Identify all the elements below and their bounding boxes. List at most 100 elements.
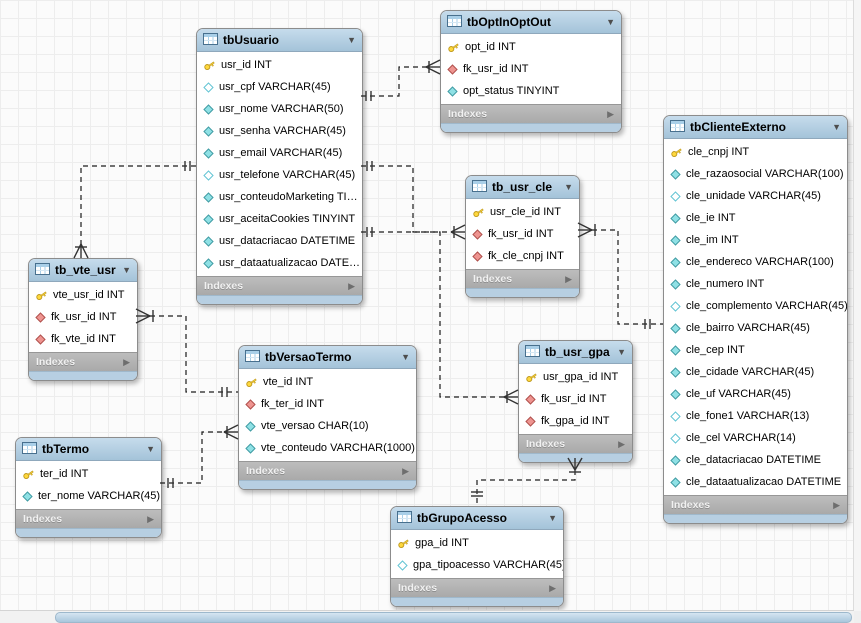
column-row[interactable]: vte_usr_id INT — [29, 284, 137, 306]
horizontal-scrollbar[interactable] — [0, 610, 854, 623]
collapse-arrow-icon[interactable]: ▼ — [548, 513, 557, 523]
expand-arrow-icon[interactable]: ▶ — [833, 499, 840, 510]
column-row[interactable]: usr_cpf VARCHAR(45) — [197, 76, 362, 98]
collapse-arrow-icon[interactable]: ▼ — [606, 17, 615, 27]
table-header[interactable]: tbVersaoTermo▼ — [239, 346, 416, 369]
column-row[interactable]: fk_usr_id INT — [441, 58, 621, 80]
collapse-arrow-icon[interactable]: ▼ — [617, 347, 626, 357]
column-row[interactable]: usr_gpa_id INT — [519, 366, 632, 388]
relationship-tbUsuario-tb_usr_cle[interactable] — [361, 224, 466, 240]
indexes-footer[interactable]: Indexes▶ — [664, 495, 847, 514]
column-row[interactable]: fk_usr_id INT — [29, 306, 137, 328]
collapse-arrow-icon[interactable]: ▼ — [146, 444, 155, 454]
horizontal-scrollbar-thumb[interactable] — [55, 612, 852, 623]
column-row[interactable]: fk_usr_id INT — [519, 388, 632, 410]
column-row[interactable]: usr_datacriacao DATETIME — [197, 230, 362, 252]
column-row[interactable]: cle_cnpj INT — [664, 141, 847, 163]
indexes-footer[interactable]: Indexes▶ — [441, 104, 621, 123]
relationship-tbVersaoTermo-tb_vte_usr[interactable] — [135, 308, 238, 397]
expand-arrow-icon[interactable]: ▶ — [402, 465, 409, 476]
column-row[interactable]: ter_nome VARCHAR(45) — [16, 485, 161, 507]
column-row[interactable]: gpa_tipoacesso VARCHAR(45) — [391, 554, 563, 576]
column-row[interactable]: vte_id INT — [239, 371, 416, 393]
indexes-footer[interactable]: Indexes▶ — [466, 269, 579, 288]
collapse-arrow-icon[interactable]: ▼ — [564, 182, 573, 192]
column-row[interactable]: usr_id INT — [197, 54, 362, 76]
relationship-tbGrupoAcesso-tb_usr_gpa[interactable] — [471, 457, 583, 506]
table-header[interactable]: tbUsuario▼ — [197, 29, 362, 52]
column-row[interactable]: fk_gpa_id INT — [519, 410, 632, 432]
column-row[interactable]: cle_datacriacao DATETIME — [664, 449, 847, 471]
column-row[interactable]: opt_status TINYINT — [441, 80, 621, 102]
expand-arrow-icon[interactable]: ▶ — [565, 273, 572, 284]
table-header[interactable]: tbClienteExterno▼ — [664, 116, 847, 139]
table-header[interactable]: tbOptInOptOut▼ — [441, 11, 621, 34]
table-header[interactable]: tbGrupoAcesso▼ — [391, 507, 563, 530]
column-row[interactable]: cle_endereco VARCHAR(100) — [664, 251, 847, 273]
indexes-footer[interactable]: Indexes▶ — [29, 352, 137, 371]
column-row[interactable]: fk_ter_id INT — [239, 393, 416, 415]
column-row[interactable]: cle_bairro VARCHAR(45) — [664, 317, 847, 339]
expand-arrow-icon[interactable]: ▶ — [607, 108, 614, 119]
column-row[interactable]: vte_versao CHAR(10) — [239, 415, 416, 437]
table-header[interactable]: tb_usr_cle▼ — [466, 176, 579, 199]
collapse-arrow-icon[interactable]: ▼ — [122, 265, 131, 275]
indexes-footer[interactable]: Indexes▶ — [391, 578, 563, 597]
table-header[interactable]: tb_vte_usr▼ — [29, 259, 137, 282]
column-row[interactable]: opt_id INT — [441, 36, 621, 58]
column-row[interactable]: cle_fone1 VARCHAR(13) — [664, 405, 847, 427]
indexes-footer[interactable]: Indexes▶ — [519, 434, 632, 453]
expand-arrow-icon[interactable]: ▶ — [147, 513, 154, 524]
column-row[interactable]: cle_ie INT — [664, 207, 847, 229]
column-row[interactable]: cle_numero INT — [664, 273, 847, 295]
column-row[interactable]: usr_nome VARCHAR(50) — [197, 98, 362, 120]
relationship-tbTermo-tbVersaoTermo[interactable] — [160, 424, 239, 488]
column-row[interactable]: usr_cle_id INT — [466, 201, 579, 223]
indexes-footer[interactable]: Indexes▶ — [197, 276, 362, 295]
column-row[interactable]: usr_conteudoMarketing TI… — [197, 186, 362, 208]
relationship-tbClienteExterno-tb_usr_cle[interactable] — [577, 222, 663, 329]
column-row[interactable]: cle_unidade VARCHAR(45) — [664, 185, 847, 207]
column-row[interactable]: usr_email VARCHAR(45) — [197, 142, 362, 164]
column-row[interactable]: usr_aceitaCookies TINYINT — [197, 208, 362, 230]
column-row[interactable]: cle_complemento VARCHAR(45) — [664, 295, 847, 317]
table-header[interactable]: tbTermo▼ — [16, 438, 161, 461]
column-row[interactable]: fk_vte_id INT — [29, 328, 137, 350]
relationship-tbUsuario-tb_vte_usr[interactable] — [73, 161, 196, 259]
column-row[interactable]: cle_im INT — [664, 229, 847, 251]
expand-arrow-icon[interactable]: ▶ — [348, 280, 355, 291]
indexes-footer[interactable]: Indexes▶ — [16, 509, 161, 528]
column-row[interactable]: cle_cel VARCHAR(14) — [664, 427, 847, 449]
table-header[interactable]: tb_usr_gpa▼ — [519, 341, 632, 364]
column-row[interactable]: usr_dataatualizacao DATE… — [197, 252, 362, 274]
column-row[interactable]: cle_dataatualizacao DATETIME — [664, 471, 847, 493]
indexes-footer[interactable]: Indexes▶ — [239, 461, 416, 480]
column-row[interactable]: cle_cidade VARCHAR(45) — [664, 361, 847, 383]
column-row[interactable]: gpa_id INT — [391, 532, 563, 554]
expand-arrow-icon[interactable]: ▶ — [123, 356, 130, 367]
column-row[interactable]: vte_conteudo VARCHAR(1000) — [239, 437, 416, 459]
collapse-arrow-icon[interactable]: ▼ — [401, 352, 410, 362]
column-row[interactable]: usr_senha VARCHAR(45) — [197, 120, 362, 142]
vertical-scrollbar[interactable] — [853, 0, 861, 611]
collapse-arrow-icon[interactable]: ▼ — [832, 122, 841, 132]
column-row[interactable]: cle_cep INT — [664, 339, 847, 361]
column-row[interactable]: usr_telefone VARCHAR(45) — [197, 164, 362, 186]
relationship-tbUsuario-tbOptInOptOut[interactable] — [361, 59, 441, 101]
expand-arrow-icon[interactable]: ▶ — [618, 438, 625, 449]
column-row[interactable]: cle_razaosocial VARCHAR(100) — [664, 163, 847, 185]
column-row[interactable]: fk_cle_cnpj INT — [466, 245, 579, 267]
collapse-arrow-icon[interactable]: ▼ — [347, 35, 356, 45]
column-row[interactable]: ter_id INT — [16, 463, 161, 485]
expand-arrow-icon[interactable]: ▶ — [549, 582, 556, 593]
